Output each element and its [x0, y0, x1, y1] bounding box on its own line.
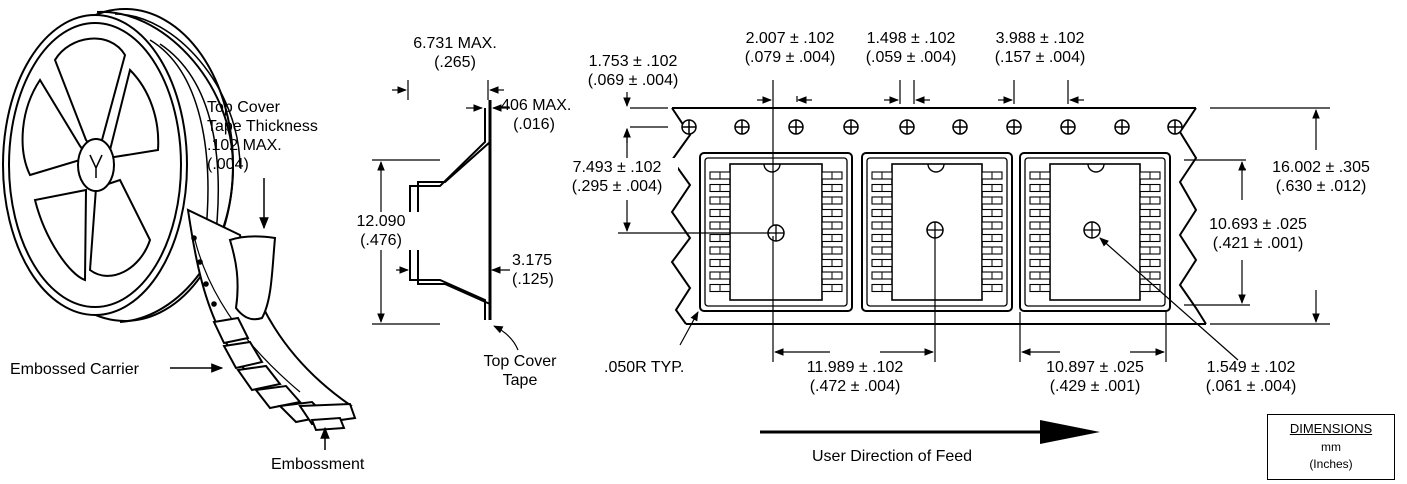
pocket-hole: [767, 224, 785, 242]
dim-height-label: 12.090 (.476): [336, 212, 426, 250]
embossment-label: Embossment: [271, 456, 365, 473]
dim-depth-in: (.125): [512, 271, 554, 288]
legend-unit: mm: [1321, 440, 1341, 454]
dim-hole-pitch-mm: 3.988 ± .102: [995, 30, 1085, 47]
pocket-3: [1019, 152, 1171, 312]
top-cover-line-2: Tape Thickness: [207, 118, 318, 135]
dim-hole-pitch-label: 3.988 ± .102 (.157 ± .004): [980, 29, 1100, 67]
dim-depth-label: 3.175 (.125): [512, 251, 554, 289]
top-cover-thickness-label: Top Cover Tape Thickness .102 MAX. (.004…: [207, 98, 318, 174]
dim-width-mm: 6.731 MAX.: [413, 35, 497, 52]
pocket-hole: [1083, 221, 1101, 239]
dim-pocket-pitch-mm: 11.989 ± .102: [806, 359, 904, 376]
dim-cover-in: (.016): [513, 116, 555, 133]
reel-drawing: [2, 8, 241, 323]
dim-hole-center-mm: 2.007 ± .102: [745, 30, 835, 47]
dim-hole-dia-mm: 1.498 ± .102: [866, 30, 956, 47]
feed-arrow: [760, 420, 1100, 444]
reel-leaders: [170, 178, 330, 450]
dim-cover-label: .406 MAX. (.016): [484, 96, 584, 134]
pocket-1: [699, 152, 853, 312]
dim-hole-pitch-in: (.157 ± .004): [994, 49, 1086, 66]
top-cover-tape-label: Top Cover Tape: [470, 352, 570, 390]
dim-tape-width-mm: 16.002 ± .305: [1272, 159, 1370, 176]
dim-pocket-hole-in: (.061 ± .004): [1205, 378, 1297, 395]
dim-height-in: (.476): [360, 232, 402, 249]
dim-hole-dia-label: 1.498 ± .102 (.059 ± .004): [851, 29, 971, 67]
top-cover-line-4: (.004): [207, 156, 249, 173]
dim-width-in: (.265): [434, 54, 476, 71]
dim-row-offset-in: (.295 ± .004): [571, 178, 663, 195]
legend-alt-unit: (Inches): [1309, 457, 1353, 471]
top-cover-line-1: Top Cover: [207, 99, 280, 116]
dim-width-label: 6.731 MAX. (.265): [400, 34, 510, 72]
pocket-2: [861, 152, 1013, 312]
dim-hole-dia-in: (.059 ± .004): [865, 49, 957, 66]
dim-pocket-length-in: (.429 ± .001): [1049, 378, 1141, 395]
pocket-hole: [926, 221, 944, 239]
carrier-tape-strip: [186, 208, 357, 432]
dim-pocket-width-label: 10.693 ± .025 (.421 ± .001): [1196, 215, 1320, 253]
dim-depth-mm: 3.175: [512, 252, 553, 269]
dim-pocket-hole-label: 1.549 ± .102 (.061 ± .004): [1186, 358, 1316, 396]
legend-title: DIMENSIONS: [1289, 421, 1373, 436]
dim-edge-mm: 1.753 ± .102: [588, 53, 678, 70]
top-cover-tape-line-2: Tape: [502, 372, 538, 389]
dim-pocket-pitch-label: 11.989 ± .102 (.472 ± .004): [790, 358, 920, 396]
dimensions-legend: DIMENSIONS mm (Inches): [1267, 414, 1395, 480]
dim-height-mm: 12.090: [356, 213, 406, 230]
dim-pocket-length-mm: 10.897 ± .025: [1046, 359, 1144, 376]
dim-edge-in: (.069 ± .004): [587, 72, 679, 89]
dim-pocket-length-label: 10.897 ± .025 (.429 ± .001): [1030, 358, 1160, 396]
tape-dims: [618, 80, 1330, 362]
dim-tape-width-label: 16.002 ± .305 (.630 ± .012): [1246, 158, 1396, 196]
cross-section-drawing: [409, 100, 492, 320]
dim-cover-mm: .406 MAX.: [496, 97, 572, 114]
sprocket-holes: [681, 119, 1183, 135]
dim-pocket-width-in: (.421 ± .001): [1212, 235, 1304, 252]
dim-row-offset-mm: 7.493 ± .102: [572, 159, 662, 176]
corner-radius-label: .050R TYP.: [604, 359, 685, 376]
top-cover-line-3: .102 MAX.: [207, 137, 282, 154]
feed-direction-label: User Direction of Feed: [812, 448, 973, 465]
pockets: [699, 152, 1171, 312]
dim-tape-width-in: (.630 ± .012): [1275, 178, 1367, 195]
dim-pocket-width-mm: 10.693 ± .025: [1209, 216, 1307, 233]
dim-row-offset-label: 7.493 ± .102 (.295 ± .004): [556, 158, 678, 196]
dim-hole-center-label: 2.007 ± .102 (.079 ± .004): [730, 29, 850, 67]
embossed-carrier-label: Embossed Carrier: [10, 361, 139, 378]
dim-pocket-hole-mm: 1.549 ± .102: [1206, 359, 1296, 376]
dim-hole-center-in: (.079 ± .004): [744, 49, 836, 66]
dim-pocket-pitch-in: (.472 ± .004): [809, 378, 901, 395]
top-cover-tape-line-1: Top Cover: [483, 353, 557, 370]
dim-edge-label: 1.753 ± .102 (.069 ± .004): [573, 52, 693, 90]
